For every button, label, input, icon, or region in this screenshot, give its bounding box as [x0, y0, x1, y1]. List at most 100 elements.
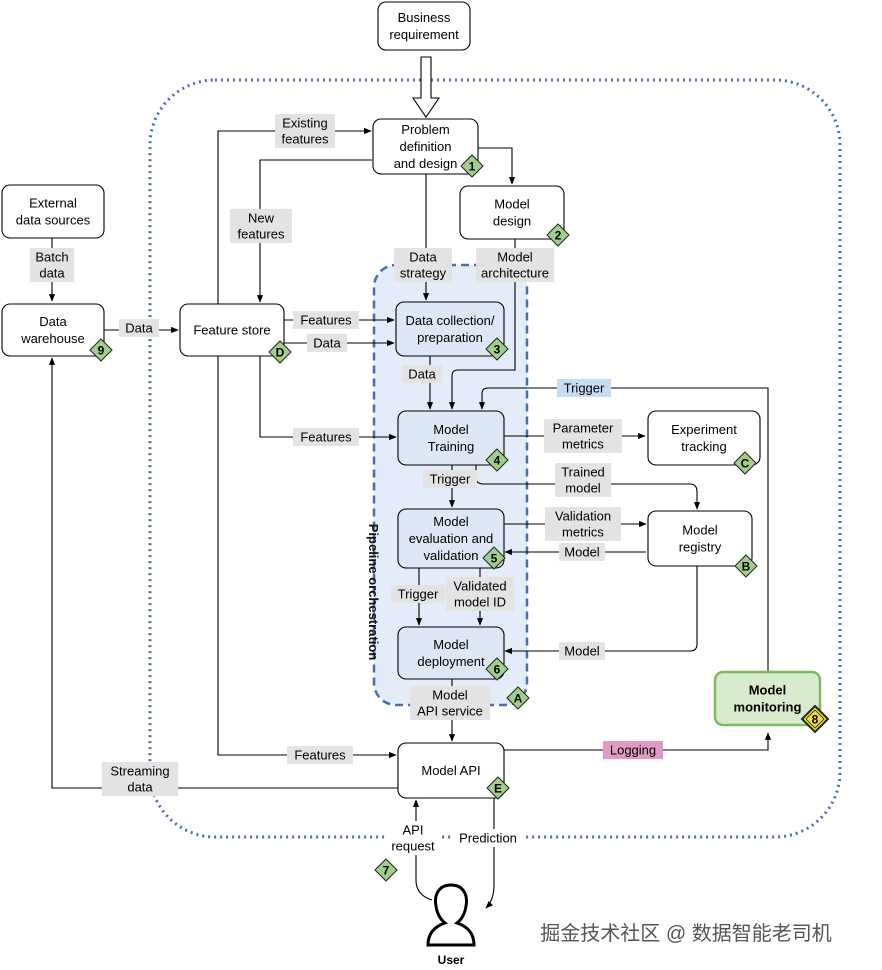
- text-line: model ID: [454, 595, 506, 610]
- edges: [48, 56, 772, 909]
- text-line: Trigger: [564, 381, 605, 396]
- text-line: Trained: [561, 465, 605, 480]
- edge-label-features-to-api: Features: [287, 746, 353, 764]
- text-line: Experiment: [671, 422, 737, 437]
- badge-text: 6: [494, 663, 501, 677]
- edge-registry-to-deploy: [504, 566, 698, 655]
- text-line: API service: [417, 704, 483, 719]
- text-line: Streaming: [110, 764, 169, 779]
- text-line: Data: [409, 250, 437, 265]
- nodes: BusinessrequirementProblemdefinitionand …: [1, 1, 822, 799]
- badge-model-training: 4: [485, 448, 509, 472]
- text-line: definition: [399, 139, 451, 154]
- edge-label-model-from-registry: Model: [559, 543, 605, 561]
- text-line: Model: [682, 523, 718, 538]
- text-line: Features: [300, 430, 352, 445]
- edge-problem-to-model-design: [478, 147, 516, 185]
- badge-text: 8: [812, 713, 819, 727]
- node-model-api: Model API: [397, 742, 505, 799]
- badge-text: 4: [494, 454, 501, 468]
- text-line: External: [29, 196, 77, 211]
- edge-label-features-to-training: Features: [293, 428, 359, 446]
- text-line: Data: [125, 321, 153, 336]
- user-icon: [426, 883, 476, 947]
- text-line: Data: [408, 367, 436, 382]
- badge-feature-store: D: [268, 340, 292, 364]
- text-line: Model: [749, 683, 787, 698]
- text-line: data: [127, 780, 153, 795]
- text-line: strategy: [400, 266, 447, 281]
- badge-text: D: [276, 346, 285, 360]
- text-line: model: [565, 481, 601, 496]
- text-line: design: [493, 214, 531, 229]
- text-line: Model: [564, 644, 600, 659]
- text-line: Existing: [282, 116, 328, 131]
- node-feature-store: Feature store: [179, 303, 285, 357]
- badge-text: B: [742, 560, 751, 574]
- text-line: metrics: [562, 525, 604, 540]
- badge-experiment-tracking: C: [733, 451, 757, 475]
- text-line: Features: [294, 748, 346, 763]
- text-line: Model: [433, 637, 469, 652]
- text-line: features: [238, 227, 285, 242]
- badge-pipeline: A: [506, 686, 530, 710]
- user-label: User: [438, 953, 465, 967]
- badge-text: E: [494, 782, 502, 796]
- text-line: Model: [494, 197, 530, 212]
- text-line: Model: [564, 545, 600, 560]
- text-line: Model: [497, 250, 533, 265]
- text-line: evaluation and: [409, 531, 494, 546]
- text-line: Logging: [610, 743, 656, 758]
- badge-text: 7: [383, 864, 390, 878]
- badge-data-warehouse: 9: [89, 338, 113, 362]
- text-line: Data collection/: [406, 313, 495, 328]
- edge-label-features-to-collection: Features: [293, 311, 359, 329]
- edge-business-to-problem: [411, 56, 441, 118]
- badge-text: A: [514, 692, 523, 706]
- badge-text: 3: [494, 343, 501, 357]
- edge-labels: ExistingfeaturesNewfeaturesBatchdataData…: [30, 114, 663, 855]
- text-line: tracking: [681, 439, 727, 454]
- text-line: Validated: [453, 579, 506, 594]
- text-line: data sources: [16, 213, 91, 228]
- text-line: preparation: [417, 330, 483, 345]
- badge-api-request: 7: [374, 858, 398, 882]
- text-line: Trigger: [430, 472, 471, 487]
- edge-label-trigger-to-deploy: Trigger: [391, 585, 445, 603]
- node-experiment-tracking: Experiment tracking: [647, 410, 761, 466]
- text-line: request: [391, 839, 435, 854]
- edge-new-features: [256, 159, 372, 303]
- badge-text: C: [741, 457, 750, 471]
- text-line: Parameter: [553, 421, 614, 436]
- text-line: Data: [39, 314, 67, 329]
- text-line: New: [248, 211, 275, 226]
- text-line: Data: [313, 336, 341, 351]
- edge-logging: [504, 732, 772, 751]
- text-line: Trigger: [398, 587, 439, 602]
- edge-model-architecture: [448, 239, 516, 410]
- edge-label-prediction: Prediction: [453, 829, 523, 847]
- text-line: Training: [428, 439, 474, 454]
- badge-text: 5: [491, 552, 498, 566]
- text-line: Model API: [421, 763, 480, 778]
- text-line: Features: [300, 313, 352, 328]
- text-line: Prediction: [459, 831, 517, 846]
- text-line: Business: [398, 10, 451, 25]
- text-line: features: [282, 132, 329, 147]
- text-line: Validation: [555, 509, 611, 524]
- text-line: registry: [679, 540, 722, 555]
- badge-text: 9: [98, 344, 105, 358]
- text-line: validation: [424, 548, 479, 563]
- text-line: deployment: [417, 654, 485, 669]
